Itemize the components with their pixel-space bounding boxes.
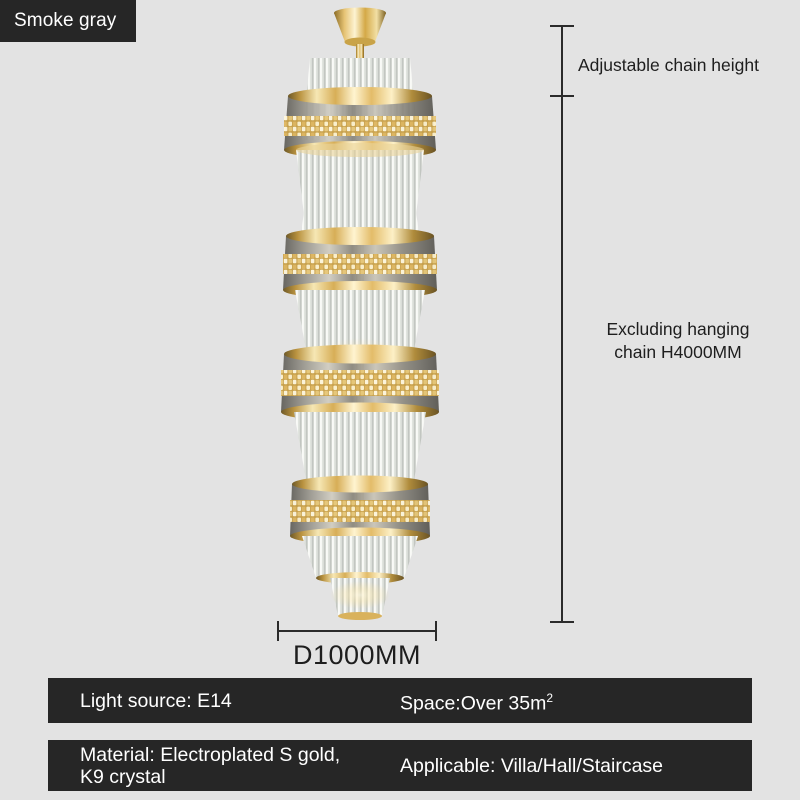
- canopy-group: [334, 7, 386, 71]
- horizontal-dimension-line: [277, 621, 437, 641]
- color-variant-badge[interactable]: Smoke gray: [0, 0, 136, 42]
- dimension-tick-left: [277, 621, 279, 641]
- color-variant-label: Smoke gray: [14, 10, 117, 31]
- vertical-dimension-line: [550, 25, 574, 623]
- chain-height-annotation: Adjustable chain height: [578, 55, 759, 75]
- dimension-tick-right: [435, 621, 437, 641]
- dimension-tick-middle: [550, 95, 574, 97]
- spec-bar-secondary: Material: Electroplated S gold, K9 cryst…: [48, 740, 752, 791]
- spec-space-superscript: 2: [546, 690, 554, 705]
- bottom-taper: [330, 578, 390, 620]
- dimension-tick-top: [550, 25, 574, 27]
- spec-space: Space:Over 35m2: [400, 687, 553, 715]
- spec-material: Material: Electroplated S gold, K9 cryst…: [80, 743, 341, 788]
- tier-1: [284, 58, 436, 215]
- dimension-tick-bottom: [550, 621, 574, 623]
- diameter-annotation: D1000MM: [292, 640, 422, 670]
- tier-2: [283, 212, 437, 350]
- spec-bar-primary: Light source: E14 Space:Over 35m2: [48, 678, 752, 723]
- body-height-annotation: Excluding hanging chain H4000MM: [606, 319, 750, 362]
- tier-4: [290, 474, 430, 584]
- spec-light-source: Light source: E14: [80, 689, 232, 712]
- spec-applicable: Applicable: Villa/Hall/Staircase: [400, 754, 664, 777]
- tier-3: [281, 338, 439, 480]
- spec-space-text: Space:Over 35m: [400, 692, 547, 715]
